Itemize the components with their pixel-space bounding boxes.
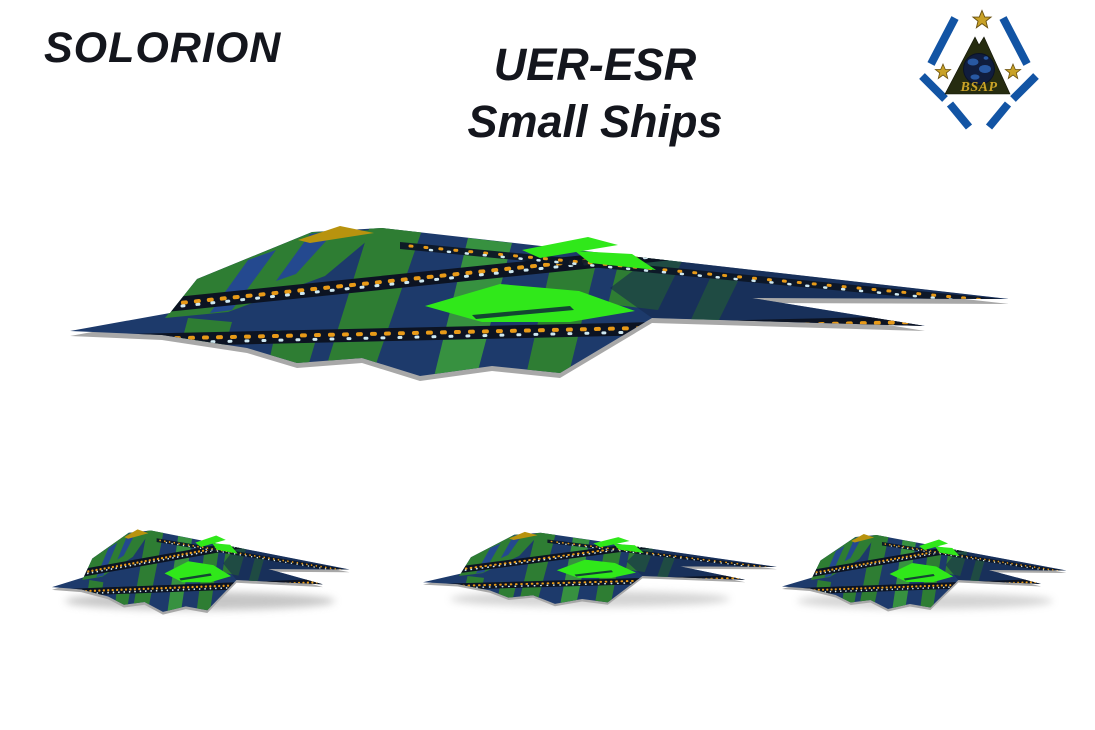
large-ship-render <box>70 226 1009 393</box>
small-ship-render-1 <box>52 529 350 621</box>
page-title: UER-ESR Small Ships <box>400 36 790 150</box>
brand-title: SOLORION <box>44 24 282 72</box>
globe-continents <box>967 56 991 80</box>
bsap-logo: BSAP <box>919 10 1039 130</box>
logo-frame <box>919 16 1039 130</box>
page-title-line2: Small Ships <box>467 96 723 148</box>
page-title-line1: UER-ESR <box>493 39 697 90</box>
bsap-logo-text: BSAP <box>959 80 997 95</box>
